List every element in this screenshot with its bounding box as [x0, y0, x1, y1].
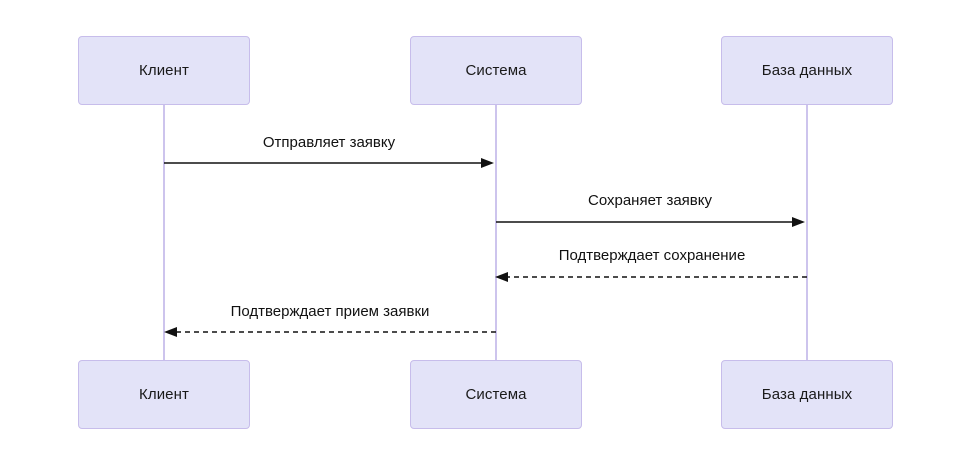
participant-footer-database-label: База данных	[761, 386, 853, 403]
lifeline-system	[495, 105, 497, 360]
message-send-request-label: Отправляет заявку	[262, 134, 396, 151]
participant-header-client[interactable]: Клиент	[78, 36, 250, 105]
message-save-request-arrow	[496, 217, 805, 227]
message-confirm-save-label: Подтверждает сохранение	[558, 247, 746, 264]
message-confirm-request-receipt-label: Подтверждает прием заявки	[230, 303, 430, 320]
participant-header-system[interactable]: Система	[410, 36, 582, 105]
lifeline-database	[806, 105, 808, 360]
lifeline-client	[163, 105, 165, 360]
participant-footer-system-label: Система	[465, 386, 527, 403]
participant-footer-client[interactable]: Клиент	[78, 360, 250, 429]
participant-footer-system[interactable]: Система	[410, 360, 582, 429]
participant-header-system-label: Система	[465, 62, 527, 79]
message-save-request-label: Сохраняет заявку	[587, 192, 713, 209]
message-send-request-arrow	[164, 158, 494, 168]
participant-header-database-label: База данных	[761, 62, 853, 79]
message-confirm-save-arrow	[495, 272, 807, 282]
message-confirm-request-receipt-arrow	[164, 327, 496, 337]
participant-footer-database[interactable]: База данных	[721, 360, 893, 429]
participant-header-database[interactable]: База данных	[721, 36, 893, 105]
participant-footer-client-label: Клиент	[139, 386, 189, 403]
participant-header-client-label: Клиент	[139, 62, 189, 79]
